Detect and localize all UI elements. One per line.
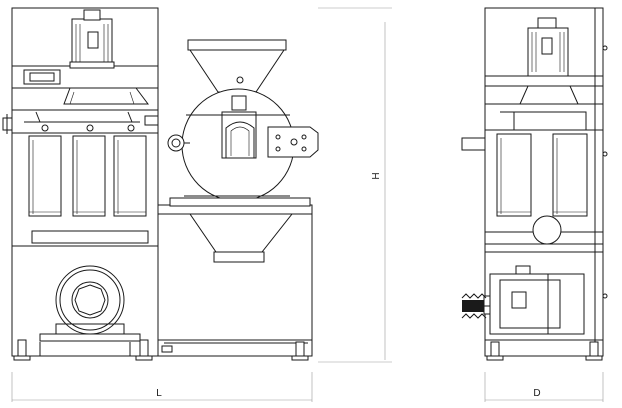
dimension-label-d: D bbox=[533, 388, 540, 399]
blower-inlet bbox=[23, 69, 61, 85]
handwheel bbox=[167, 134, 190, 152]
side-main-motor bbox=[461, 265, 585, 335]
main-motor bbox=[39, 265, 141, 342]
dust-collector bbox=[2, 7, 159, 361]
depth-dimension: D bbox=[484, 372, 604, 402]
dimension-label-h: H bbox=[369, 172, 380, 179]
side-view: D bbox=[461, 7, 608, 402]
leveling-feet bbox=[13, 339, 153, 361]
discharge-funnel bbox=[189, 213, 294, 253]
side-frame bbox=[484, 7, 604, 357]
side-blower-motor bbox=[519, 17, 579, 105]
dimension-label-l: L bbox=[156, 388, 162, 399]
valve-box bbox=[144, 115, 159, 126]
door-plate bbox=[267, 126, 319, 158]
dust-drawer bbox=[31, 230, 149, 244]
side-pipe bbox=[461, 137, 486, 151]
pulverizer bbox=[157, 8, 319, 361]
length-dimension: L bbox=[11, 372, 313, 402]
filter-cartridges bbox=[28, 124, 147, 217]
blower-cone bbox=[63, 87, 149, 105]
front-view: L H bbox=[2, 7, 392, 402]
side-discharge bbox=[532, 215, 562, 245]
blower-motor bbox=[69, 9, 115, 69]
height-dimension: H bbox=[318, 7, 392, 363]
